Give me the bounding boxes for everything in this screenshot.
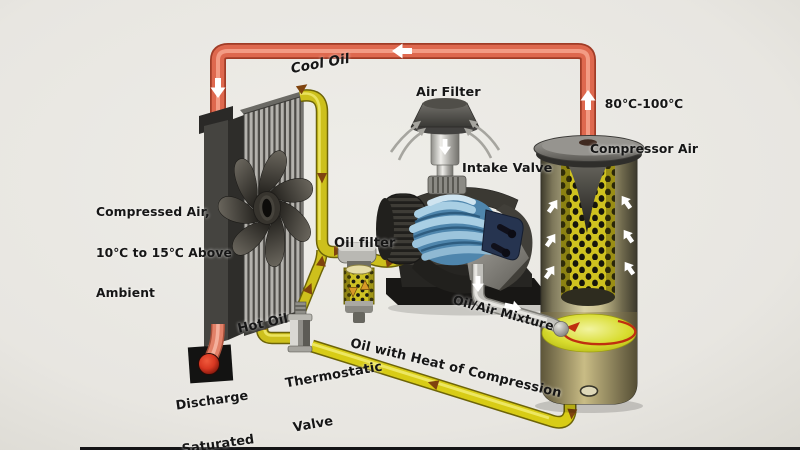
hot-air-pipe (210, 43, 596, 152)
separator-tank (533, 135, 645, 413)
bottom-letterbox-bar (80, 447, 800, 450)
label-compressor-air: 80℃-100℃ Compressor Air (586, 67, 702, 187)
cooling-fan (218, 150, 314, 268)
label-air-filter: Air Filter (416, 85, 481, 100)
label-oil-filter: Oil filter (334, 236, 396, 251)
discharge-assembly (187, 323, 234, 384)
label-compressed-air: Compressed Air, 10℃ to 15℃ Above Ambient (96, 205, 232, 300)
thermostatic-valve (287, 301, 313, 353)
tank-drain-hole (579, 385, 599, 397)
oil-filter (337, 242, 377, 323)
label-compressor-air-temp: 80℃-100℃ (604, 97, 684, 111)
compressor-screw-rotors (409, 194, 524, 266)
air-filter (389, 98, 501, 166)
oil-cooler (199, 90, 314, 347)
air-intake-arrows (389, 123, 501, 161)
mixture-pipe (471, 264, 569, 337)
intake-valve (427, 159, 467, 195)
mixture-pipe-nozzle (553, 321, 569, 337)
separator-funnel (561, 158, 615, 233)
label-compressor-air-text: Compressor Air (589, 142, 699, 156)
oil-swirl-arrowhead-icon (566, 322, 580, 332)
label-intake-valve: Intake Valve (462, 161, 553, 176)
discharge-outlet-icon (198, 353, 220, 375)
compressor (376, 98, 533, 294)
separator-element (561, 158, 615, 306)
